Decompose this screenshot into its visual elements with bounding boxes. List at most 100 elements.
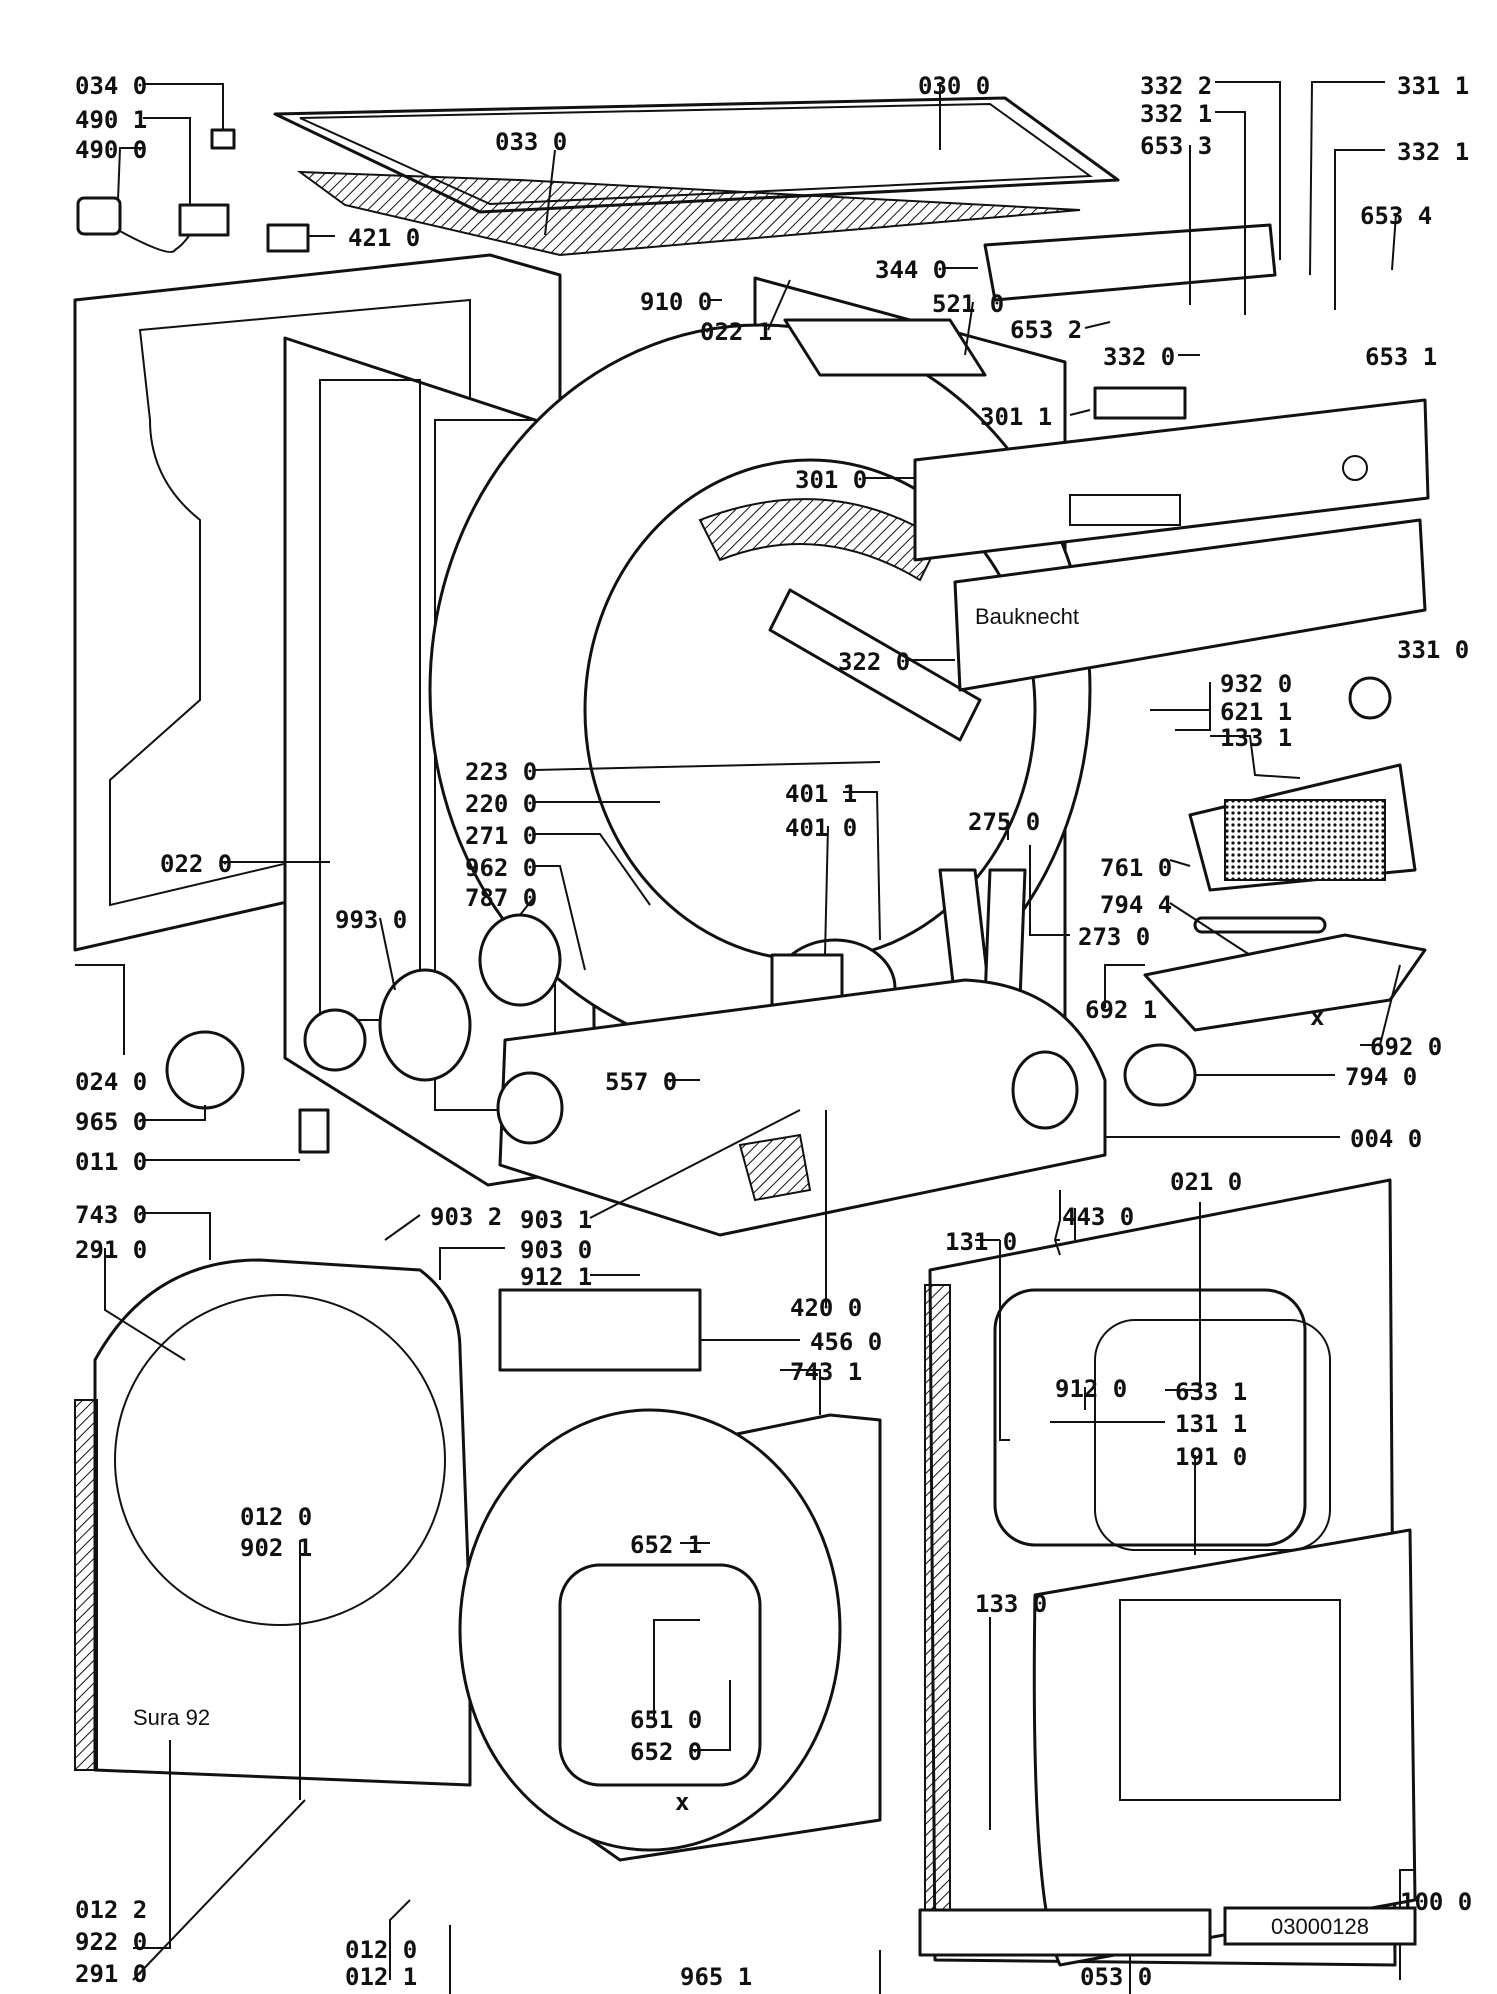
top-gasket bbox=[296, 170, 1081, 257]
filter-cable-block bbox=[178, 203, 230, 237]
door-frame-opening bbox=[993, 1288, 1307, 1547]
label-420-0: 420 0 bbox=[790, 1294, 862, 1322]
label-301-0: 301 0 bbox=[795, 466, 867, 494]
label-275-0: 275 0 bbox=[968, 808, 1040, 836]
label-021-0: 021 0 bbox=[1170, 1168, 1242, 1196]
sub-board bbox=[1093, 386, 1187, 420]
label-421-0: 421 0 bbox=[348, 224, 420, 252]
label-456-0: 456 0 bbox=[810, 1328, 882, 1356]
reference-number: 03000128 bbox=[1271, 1914, 1369, 1939]
base-tray bbox=[498, 978, 1107, 1237]
foot-011 bbox=[298, 1108, 330, 1154]
label-993-0: 993 0 bbox=[335, 906, 407, 934]
label-131-0: 131 0 bbox=[945, 1228, 1017, 1256]
label-557-0: 557 0 bbox=[605, 1068, 677, 1096]
label-787-0: 787 0 bbox=[465, 884, 537, 912]
label-012-2: 012 2 bbox=[75, 1896, 147, 1924]
label-443-0: 443 0 bbox=[1062, 1203, 1134, 1231]
label-344-0: 344 0 bbox=[875, 256, 947, 284]
clip bbox=[210, 128, 236, 150]
door bbox=[1032, 1528, 1417, 1967]
label-903-1: 903 1 bbox=[520, 1206, 592, 1234]
label-322-0: 322 0 bbox=[838, 648, 910, 676]
mains-plug bbox=[76, 196, 122, 236]
label-633-1: 633 1 bbox=[1175, 1378, 1247, 1406]
drum-paddle bbox=[768, 588, 982, 742]
label-922-0: 922 0 bbox=[75, 1928, 147, 1956]
selector-knob bbox=[1348, 676, 1392, 720]
label-912-0: 912 0 bbox=[1055, 1375, 1127, 1403]
fascia-brand: Bauknecht bbox=[975, 604, 1079, 629]
label-332-1-b: 332 1 bbox=[1397, 138, 1469, 166]
door-seal-191 bbox=[1094, 1319, 1331, 1551]
label-x-1: x bbox=[1310, 1003, 1324, 1031]
label-331-0: 331 0 bbox=[1397, 636, 1469, 664]
leader-lines bbox=[75, 81, 1415, 1994]
label-794-0: 794 0 bbox=[1345, 1063, 1417, 1091]
label-903-0: 903 0 bbox=[520, 1236, 592, 1264]
label-024-0: 024 0 bbox=[75, 1068, 147, 1096]
label-133-0: 133 0 bbox=[975, 1590, 1047, 1618]
top-cover-inner bbox=[299, 102, 1093, 206]
label-743-0: 743 0 bbox=[75, 1201, 147, 1229]
label-291-0-a: 291 0 bbox=[75, 1236, 147, 1264]
label-012-1: 012 1 bbox=[345, 1963, 417, 1991]
label-012-0-a: 012 0 bbox=[240, 1503, 312, 1531]
label-651-0: 651 0 bbox=[630, 1706, 702, 1734]
base-hatch bbox=[738, 1133, 812, 1202]
label-332-1-a: 332 1 bbox=[1140, 100, 1212, 128]
label-053-0: 053 0 bbox=[1080, 1963, 1152, 1991]
label-490-0: 490 0 bbox=[75, 136, 147, 164]
electronic-board bbox=[983, 223, 1277, 302]
connector bbox=[266, 223, 310, 253]
front-shield-seal bbox=[74, 1399, 98, 1771]
front-shield bbox=[93, 1258, 472, 1787]
label-652-0: 652 0 bbox=[630, 1738, 702, 1766]
label-401-0: 401 0 bbox=[785, 814, 857, 842]
label-133-1: 133 1 bbox=[1220, 724, 1292, 752]
label-022-0: 022 0 bbox=[160, 850, 232, 878]
label-012-0-b: 012 0 bbox=[345, 1936, 417, 1964]
label-301-1: 301 1 bbox=[980, 403, 1052, 431]
label-743-1: 743 1 bbox=[790, 1358, 862, 1386]
control-panel-housing bbox=[913, 398, 1430, 562]
label-521-0: 521 0 bbox=[932, 290, 1004, 318]
label-022-1: 022 1 bbox=[700, 318, 772, 346]
front-shield-bearing bbox=[114, 1294, 446, 1626]
label-332-0: 332 0 bbox=[1103, 343, 1175, 371]
flexible-duct bbox=[478, 913, 562, 1007]
control-panel-knob-seat bbox=[1342, 455, 1368, 481]
control-panel-display bbox=[1069, 494, 1181, 526]
seal-strip bbox=[1193, 916, 1327, 934]
front-frame-slot-1 bbox=[319, 379, 421, 1021]
label-223-0: 223 0 bbox=[465, 758, 537, 786]
lint-filter-mesh bbox=[1224, 799, 1386, 881]
filter-duct bbox=[1143, 933, 1427, 1032]
seal-ring bbox=[1123, 1043, 1197, 1107]
label-903-2: 903 2 bbox=[430, 1203, 502, 1231]
cabinet-parts: Bauknecht bbox=[73, 96, 1430, 1967]
plinth-053 bbox=[918, 1908, 1212, 1957]
door-glass bbox=[1119, 1599, 1341, 1801]
label-004-0: 004 0 bbox=[1350, 1125, 1422, 1153]
label-692-0: 692 0 bbox=[1370, 1033, 1442, 1061]
label-932-0: 932 0 bbox=[1220, 670, 1292, 698]
tensioner-arm-2 bbox=[983, 868, 1027, 1002]
label-490-1: 490 1 bbox=[75, 106, 147, 134]
label-962-0: 962 0 bbox=[465, 854, 537, 882]
label-912-1: 912 1 bbox=[520, 1263, 592, 1291]
cap-965 bbox=[165, 1030, 245, 1110]
label-621-1: 621 1 bbox=[1220, 698, 1292, 726]
base-port-right bbox=[1011, 1050, 1079, 1130]
label-965-0: 965 0 bbox=[75, 1108, 147, 1136]
label-902-1: 902 1 bbox=[240, 1534, 312, 1562]
heater-element bbox=[498, 1288, 702, 1372]
base-port-left bbox=[496, 1071, 564, 1145]
front-shield-stamp: Sura 92 bbox=[133, 1705, 210, 1730]
reference-box: 03000128 bbox=[1223, 1906, 1417, 1946]
label-273-0: 273 0 bbox=[1078, 923, 1150, 951]
label-x-2: x bbox=[675, 1788, 689, 1816]
label-131-1: 131 1 bbox=[1175, 1410, 1247, 1438]
